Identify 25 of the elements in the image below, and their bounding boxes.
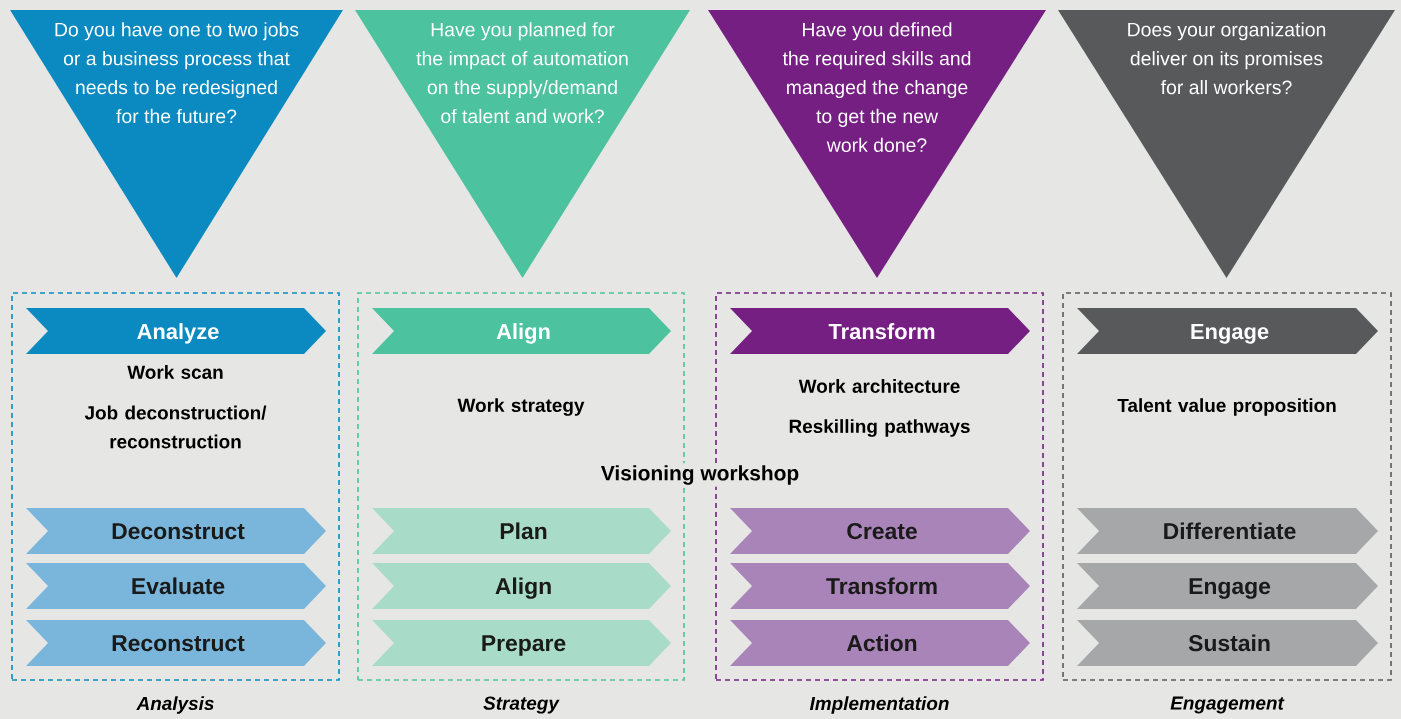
heading-banner: Analyze [26,308,326,354]
column-caption: Analysis [136,696,214,714]
step-banner: Reconstruct [26,620,326,666]
question-triangle: Do you have one to two jobs or a business process that needs to be redesigned for the future? [10,10,343,278]
step-banner: Transform [730,563,1030,609]
question-triangle: Have you defined the required skills and managed the change to get the new work done? [708,10,1046,278]
step-banner: Engage [1077,563,1378,609]
step-banner: Create [730,508,1030,554]
heading-banner: Align [372,308,671,354]
column-caption: Implementation [809,696,949,714]
step-banner: Differentiate [1077,508,1378,554]
heading-banner: Transform [730,308,1030,354]
column-caption: Strategy [483,696,560,714]
question-triangle: Does your organization deliver on its promises for all workers? [1058,10,1395,278]
heading-banner: Engage [1077,308,1378,354]
step-banner: Deconstruct [26,508,326,554]
step-banner: Action [730,620,1030,666]
step-banner: Sustain [1077,620,1378,666]
span-label: Visioning workshop [598,463,802,487]
step-banner: Plan [372,508,671,554]
question-triangle: Have you planned for the impact of automation on the supply/demand of talent and work? [355,10,690,278]
step-banner: Prepare [372,620,671,666]
step-banner: Evaluate [26,563,326,609]
step-banner: Align [372,563,671,609]
column-caption: Engagement [1170,696,1285,714]
